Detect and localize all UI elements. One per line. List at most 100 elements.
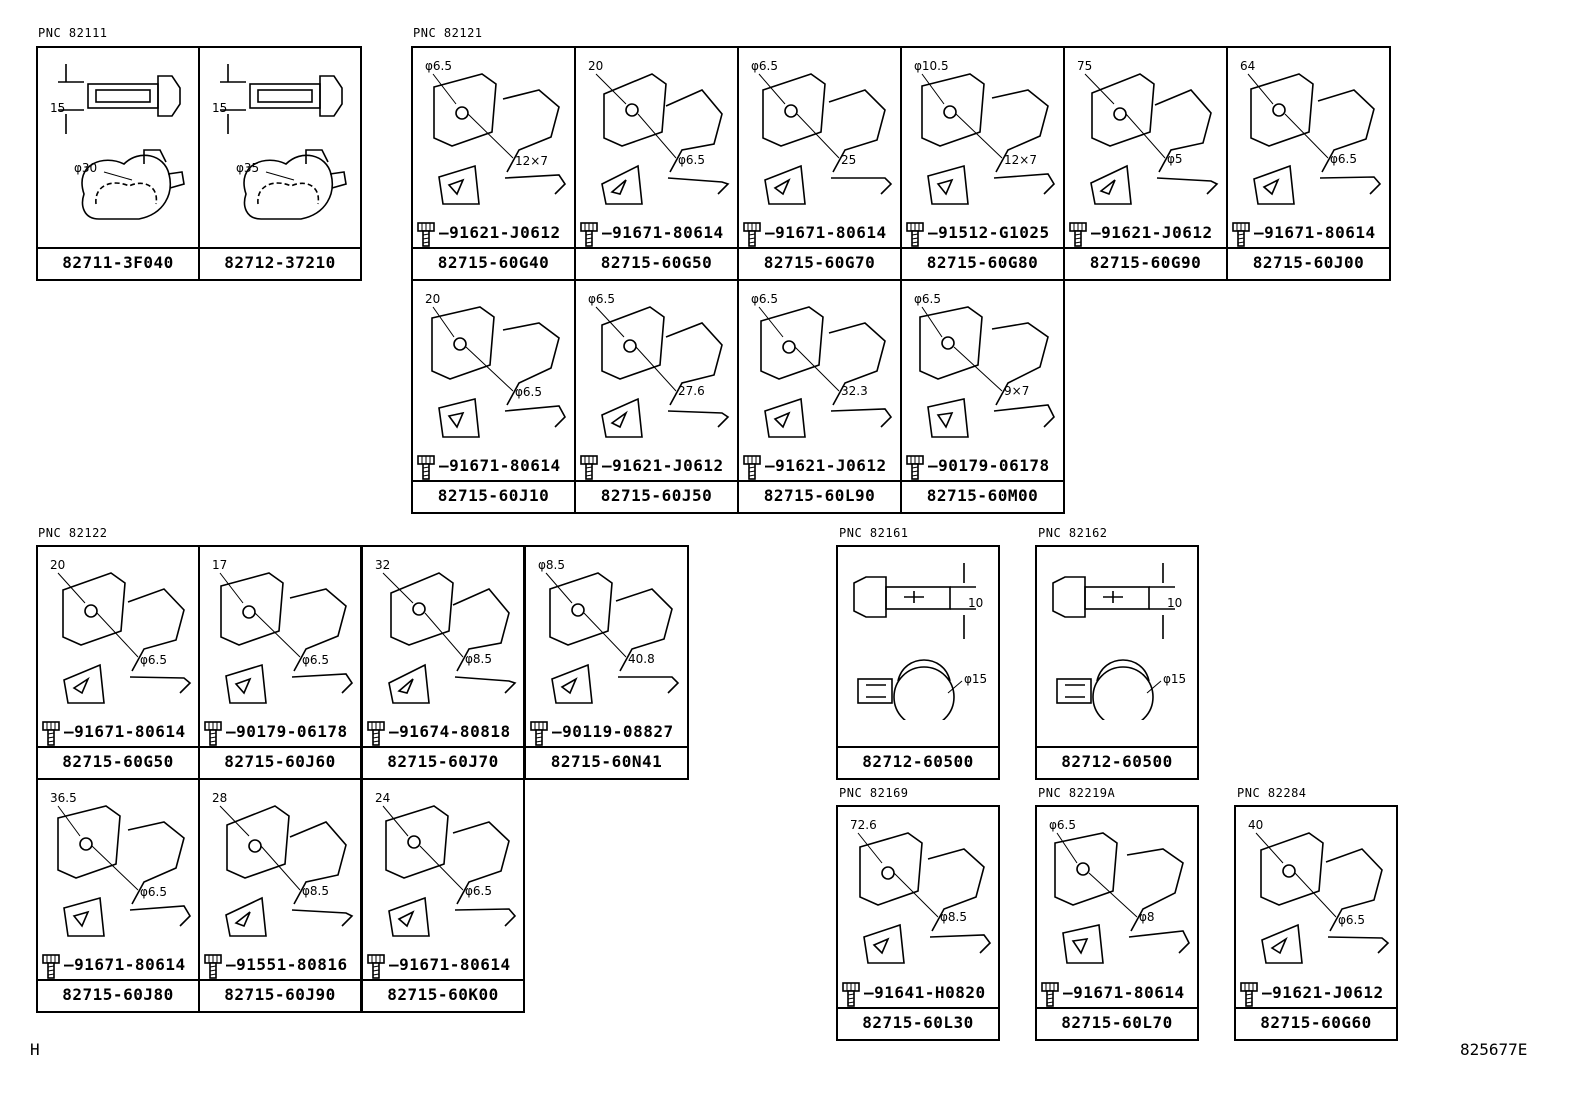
pnc-label: PNC 82111 bbox=[38, 26, 108, 40]
part-number[interactable]: 82715-60J80 bbox=[38, 979, 198, 1011]
pnc-label: PNC 82162 bbox=[1038, 526, 1108, 540]
bolt-callout: —91551-80816 bbox=[204, 953, 359, 979]
part-number[interactable]: 82715-60L30 bbox=[838, 1007, 998, 1039]
part-drawing: 72.6φ8.5 bbox=[850, 818, 992, 964]
dimension-label: φ35 bbox=[236, 161, 259, 175]
bolt-part-number: —91671-80614 bbox=[1063, 983, 1185, 1002]
part-number[interactable]: 82715-60J60 bbox=[200, 746, 360, 778]
bracket-drawing bbox=[62, 572, 192, 704]
bolt-part-number: —91621-J0612 bbox=[1262, 983, 1384, 1002]
part-number[interactable]: 82715-60G60 bbox=[1236, 1007, 1396, 1039]
bolt-part-number: —91671-80614 bbox=[389, 955, 511, 974]
part-number[interactable]: 82715-60G80 bbox=[902, 247, 1063, 279]
bolt-icon bbox=[42, 721, 60, 746]
part-number[interactable]: 82712-60500 bbox=[1037, 746, 1197, 778]
bolt-callout: —91671-80614 bbox=[580, 221, 735, 247]
bracket-drawing bbox=[601, 306, 730, 438]
bolt-part-number: —91551-80816 bbox=[226, 955, 348, 974]
part-number[interactable]: 82715-60J00 bbox=[1228, 247, 1389, 279]
dimension-label: φ10.5 bbox=[914, 59, 949, 73]
part-number[interactable]: 82715-60J10 bbox=[413, 480, 574, 512]
part-number[interactable]: 82715-60M00 bbox=[902, 480, 1063, 512]
part-drawing: 36.5φ6.5 bbox=[50, 791, 192, 937]
dimension-label: φ8.5 bbox=[538, 558, 565, 572]
part-number[interactable]: 82711-3F040 bbox=[38, 247, 198, 279]
part-number[interactable]: 82715-60G70 bbox=[739, 247, 900, 279]
bolt-callout: —91621-J0612 bbox=[743, 454, 898, 480]
bracket-drawing bbox=[859, 832, 992, 964]
dimension-label: 64 bbox=[1240, 59, 1255, 73]
dimension-label: 72.6 bbox=[850, 818, 877, 832]
pnc-label: PNC 82219A bbox=[1038, 786, 1116, 800]
bolt-icon bbox=[743, 455, 761, 480]
bolt-icon bbox=[743, 222, 761, 247]
part-drawing: φ6.59×7 bbox=[914, 292, 1055, 438]
part-number[interactable]: 82715-60G50 bbox=[576, 247, 737, 279]
part-number[interactable]: 82712-60500 bbox=[838, 746, 998, 778]
dimension-label: φ8 bbox=[1139, 910, 1155, 924]
bracket-drawing bbox=[57, 805, 192, 937]
part-number[interactable]: 82715-60J70 bbox=[363, 746, 523, 778]
part-number[interactable]: 82715-60G40 bbox=[413, 247, 574, 279]
part-number[interactable]: 82715-60N41 bbox=[526, 746, 687, 778]
clip-drawing bbox=[853, 563, 976, 720]
bolt-callout: —91621-J0612 bbox=[1240, 981, 1395, 1007]
bracket-drawing bbox=[760, 306, 893, 438]
dimension-label: 32.3 bbox=[841, 384, 868, 398]
bracket-drawing bbox=[921, 73, 1056, 205]
part-drawing: φ10.512×7 bbox=[914, 59, 1056, 205]
part-number[interactable]: 82715-60L90 bbox=[739, 480, 900, 512]
dimension-label: φ6.5 bbox=[515, 385, 542, 399]
bolt-callout: —91671-80614 bbox=[743, 221, 898, 247]
bolt-icon bbox=[906, 222, 924, 247]
bolt-part-number: —91674-80818 bbox=[389, 722, 511, 741]
bolt-icon bbox=[842, 982, 860, 1007]
dimension-label: φ6.5 bbox=[140, 653, 167, 667]
part-number[interactable]: 82715-60L70 bbox=[1037, 1007, 1197, 1039]
bolt-part-number: —90119-08827 bbox=[552, 722, 674, 741]
dimension-label: φ6.5 bbox=[751, 292, 778, 306]
part-number[interactable]: 82715-60J50 bbox=[576, 480, 737, 512]
bolt-callout: —91641-H0820 bbox=[842, 981, 997, 1007]
dimension-label: φ6.5 bbox=[302, 653, 329, 667]
part-number[interactable]: 82712-37210 bbox=[200, 247, 360, 279]
part-number[interactable]: 82715-60G90 bbox=[1065, 247, 1226, 279]
dimension-label: φ6.5 bbox=[465, 884, 492, 898]
part-number[interactable]: 82715-60K00 bbox=[363, 979, 523, 1011]
pnc-label: PNC 82121 bbox=[413, 26, 483, 40]
part-number[interactable]: 82715-60G50 bbox=[38, 746, 198, 778]
clip-drawing bbox=[1052, 563, 1175, 720]
part-number[interactable]: 82715-60J90 bbox=[200, 979, 360, 1011]
dimension-label: 10 bbox=[1167, 596, 1182, 610]
